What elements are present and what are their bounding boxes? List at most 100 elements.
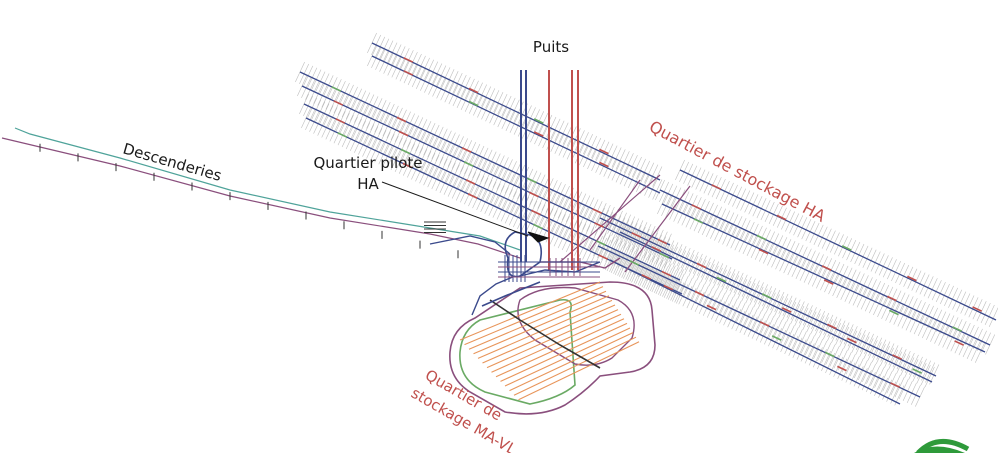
ha-hatch-line <box>750 237 761 258</box>
ha-hatch-line <box>676 250 687 271</box>
ha-hatch-line <box>984 304 995 326</box>
ha-hatch-line <box>799 260 810 281</box>
ha-hatch-line <box>831 323 841 344</box>
ha-hatch-line <box>558 122 569 143</box>
ha-hatch-line <box>839 326 850 347</box>
ha-hatch-line <box>745 282 756 304</box>
ha-hatch-line <box>916 363 927 384</box>
ha-hatch-line <box>938 325 949 346</box>
ha-hatch-line <box>783 253 794 274</box>
ramp-ticks <box>39 143 459 259</box>
ha-hatch-line <box>956 291 967 312</box>
ha-hatch-line <box>813 224 824 245</box>
ha-hatch-line <box>798 307 809 328</box>
ha-hatch-line <box>636 171 646 192</box>
ha-hatch-line <box>952 289 963 310</box>
ha-hatch-line <box>583 134 593 155</box>
mavl-orange-cell <box>518 341 640 401</box>
ha-hatch-line <box>473 95 483 116</box>
puits-label: Puits <box>533 38 569 56</box>
ha-drift-tick <box>771 335 782 341</box>
ha-drifts <box>299 42 997 405</box>
ha-hatch-line <box>587 135 598 157</box>
ha-drift-tick <box>468 87 479 94</box>
ha-cross-connector <box>589 179 641 251</box>
mavl-orange-cell <box>477 299 613 359</box>
ha-hatch-line <box>730 228 741 249</box>
ha-hatch-line <box>591 150 602 171</box>
ha-hatch-line <box>888 349 899 370</box>
ha-hatch-line <box>869 293 879 314</box>
ha-hatch-line <box>765 292 776 313</box>
ha-hatch-line <box>803 262 814 283</box>
ha-hatch-line <box>692 258 703 279</box>
ha-drift-tick <box>526 177 537 184</box>
ha-hatch-line <box>733 277 744 298</box>
ha-drift-tick <box>824 351 835 358</box>
ha-hatch-line <box>477 84 487 105</box>
ha-hatch-line <box>779 251 790 272</box>
ha-drift-tick <box>468 100 479 107</box>
ha-hatch-line <box>680 252 691 273</box>
ha-drift-tick <box>598 148 609 155</box>
ha-drift-tick <box>335 118 346 124</box>
central-mesh <box>498 255 600 282</box>
ha-hatch-line <box>809 222 820 244</box>
ha-hatch-line <box>913 314 924 335</box>
mavl-dark-link <box>489 299 601 369</box>
ha-hatch-line <box>859 336 870 357</box>
ha-drift-tick <box>691 204 702 210</box>
ha-drift-tick <box>823 279 834 285</box>
ha-hatch-line <box>810 313 821 334</box>
ha-hatch-line <box>615 162 626 183</box>
ha-hatch-line <box>615 149 626 170</box>
ha-hatch-line <box>789 213 800 234</box>
ha-hatch-line <box>962 336 973 358</box>
mavl-orange-cell <box>486 309 619 369</box>
ha-hatch-line <box>901 308 912 329</box>
mavl-orange-cells <box>459 281 640 401</box>
ha-hatch-line <box>840 279 851 300</box>
ha-drift-tick <box>954 340 964 346</box>
mavl-orange-cell <box>459 281 601 341</box>
ha-hatch-line <box>489 103 500 124</box>
ha-hatch-line <box>944 285 954 306</box>
ha-hatch-line <box>741 281 752 302</box>
ha-hatch-line <box>942 327 953 348</box>
ha-hatch-line <box>850 241 861 263</box>
ha-hatch-line <box>753 286 764 307</box>
ha-storage-zone <box>295 32 998 407</box>
ha-drift-tick <box>533 131 544 137</box>
ha-hatch-line <box>460 76 471 97</box>
ha-hatch-line <box>769 294 780 315</box>
ha-drift-tick <box>641 274 652 280</box>
ha-drift-tick <box>629 260 640 266</box>
ha-drift-line <box>597 245 921 398</box>
ha-hatch-line <box>976 301 987 322</box>
ha-cross-connector <box>624 185 691 273</box>
ha-hatch-line <box>619 151 630 172</box>
ha-hatch-line <box>958 335 969 356</box>
ha-hatch-line <box>817 226 828 247</box>
mavl-orange-cell <box>464 286 604 346</box>
ha-hatch-line <box>795 258 806 279</box>
ha-hatch-line <box>924 366 935 388</box>
ha-hatch-line <box>631 156 642 178</box>
ha-hatch-line <box>917 315 928 337</box>
ha-hatch-line <box>966 338 977 360</box>
ha-hatch-line <box>848 283 859 304</box>
ha-hatch-line <box>874 253 885 274</box>
ha-hatch-line <box>477 97 487 118</box>
ha-hatch-line <box>611 160 622 181</box>
mavl-orange-cell <box>513 336 637 396</box>
ha-hatch-line <box>988 307 998 327</box>
ha-drift-tick <box>594 222 604 228</box>
ha-hatch-line <box>554 120 565 141</box>
ha-hatch-line <box>802 309 813 330</box>
ha-hatch-line <box>767 245 777 266</box>
quartier-pilote-leader <box>381 181 529 237</box>
quartier-pilote-label-line1: Quartier pilote <box>313 154 422 172</box>
ha-hatch-line <box>864 291 875 312</box>
ha-drift-tick <box>706 304 717 311</box>
